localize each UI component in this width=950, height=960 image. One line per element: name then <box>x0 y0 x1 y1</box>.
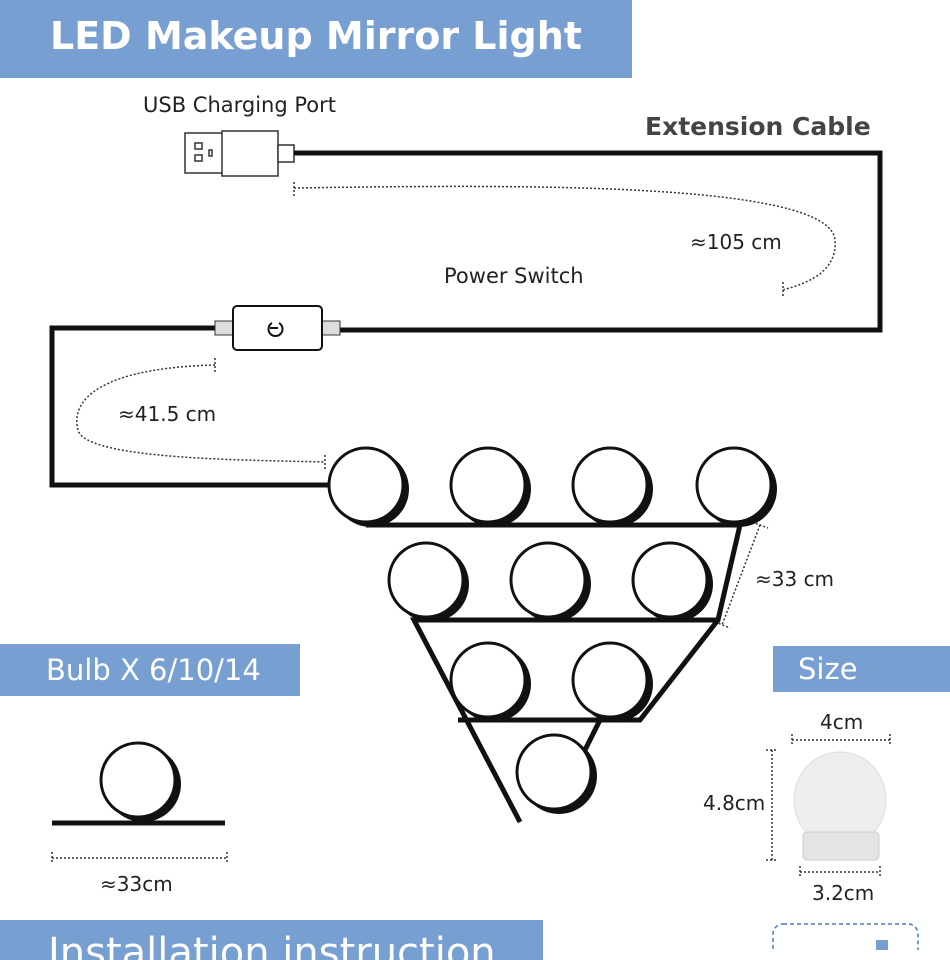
bulb-icon <box>571 641 649 719</box>
bulb-icon <box>99 741 177 819</box>
extension-cable <box>294 150 883 333</box>
size-width-base: 3.2cm <box>812 881 875 905</box>
title-banner: LED Makeup Mirror Light <box>0 0 632 78</box>
bulbs <box>99 446 777 822</box>
usb-label: USB Charging Port <box>143 93 336 117</box>
length-105-label: ≈105 cm <box>690 230 782 254</box>
bulb-icon <box>571 446 649 524</box>
install-preview-box <box>772 923 919 950</box>
bulb-icon <box>449 641 527 719</box>
bulb-banner: Bulb X 6/10/14 <box>0 644 300 696</box>
length-41-label: ≈41.5 cm <box>118 402 217 426</box>
usb-plug-icon <box>184 130 295 177</box>
power-switch-icon <box>214 305 341 351</box>
bulb-icon <box>509 541 587 619</box>
bulb-icon <box>449 446 527 524</box>
length-33-side-label: ≈33 cm <box>755 567 835 591</box>
extension-cable-label: Extension Cable <box>645 112 871 141</box>
bulb-icon <box>695 446 773 524</box>
length-33-bulb-label: ≈33cm <box>100 872 173 896</box>
bulb-product-image <box>793 751 887 861</box>
bulb-icon <box>387 541 465 619</box>
bulb-icon <box>631 541 709 619</box>
bulb-icon <box>515 733 593 811</box>
power-switch-label: Power Switch <box>444 264 584 288</box>
size-height: 4.8cm <box>703 791 766 815</box>
bulb-icon <box>327 446 405 524</box>
size-width-top: 4cm <box>820 710 864 734</box>
dimension-lines <box>51 182 891 878</box>
size-banner: Size <box>773 646 950 692</box>
lower-cable <box>49 325 328 488</box>
